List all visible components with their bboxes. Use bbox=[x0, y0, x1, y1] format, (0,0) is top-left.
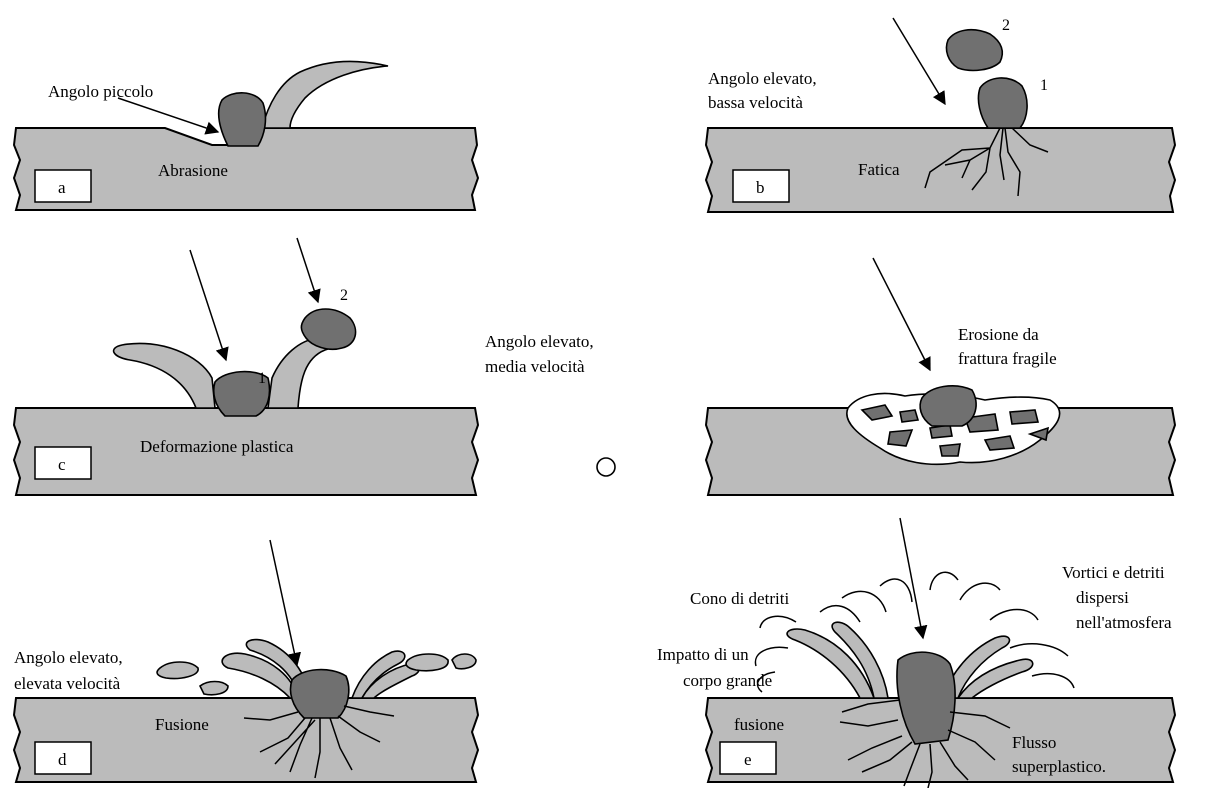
impacting-particle bbox=[219, 93, 266, 146]
panel-letter: a bbox=[58, 178, 66, 197]
flow-label-line-2: superplastico. bbox=[1012, 757, 1106, 776]
deformation-lip bbox=[262, 61, 388, 128]
particle-1-label: 1 bbox=[258, 370, 266, 387]
cone-label: Cono di detriti bbox=[690, 589, 789, 608]
panel-letter: c bbox=[58, 455, 66, 474]
angle-label-line-1: Angolo elevato, bbox=[708, 69, 817, 88]
impact-arrow bbox=[873, 258, 930, 370]
fragment bbox=[940, 444, 960, 456]
droplet bbox=[452, 654, 476, 669]
vortex-label-line-2: dispersi bbox=[1076, 588, 1129, 607]
droplet bbox=[157, 662, 198, 679]
panel-letter: d bbox=[58, 750, 67, 769]
particle-2 bbox=[946, 30, 1002, 71]
particle-1 bbox=[978, 78, 1027, 128]
or-circle-icon bbox=[597, 458, 615, 476]
angle-label: Angolo piccolo bbox=[48, 82, 153, 101]
vortex-label-line-3: nell'atmosfera bbox=[1076, 613, 1172, 632]
particle-2-label: 2 bbox=[1002, 17, 1010, 34]
droplet bbox=[406, 654, 448, 671]
impact-arrow bbox=[893, 18, 945, 104]
mechanism-label-line-2: frattura fragile bbox=[958, 349, 1057, 368]
panel-e: Cono di detriti Vortici e detriti disper… bbox=[657, 518, 1175, 788]
panel-brittle-fracture: Erosione da frattura fragile bbox=[706, 258, 1175, 495]
impact-arrow-2 bbox=[297, 238, 318, 302]
impact-label-line-1: Impatto di un bbox=[657, 645, 749, 664]
fragment bbox=[900, 410, 918, 422]
impact-label-line-2: corpo grande bbox=[683, 671, 772, 690]
angle-label-line-2: elevata velocità bbox=[14, 674, 121, 693]
fragment bbox=[1010, 410, 1038, 424]
panel-b: Angolo elevato, bassa velocità 2 1 Fatic… bbox=[706, 17, 1175, 212]
fragment bbox=[930, 425, 952, 438]
panel-d: Angolo elevato, elevata velocità Fusione… bbox=[14, 540, 478, 782]
impacting-particle bbox=[920, 386, 976, 426]
center-angle-label: Angolo elevato, media velocità bbox=[485, 332, 615, 476]
angle-label-line-1: Angolo elevato, bbox=[14, 648, 123, 667]
panel-c: 1 2 Deformazione plastica c bbox=[14, 238, 478, 495]
angle-label-line-1: Angolo elevato, bbox=[485, 332, 594, 351]
panel-letter: e bbox=[744, 750, 752, 769]
angle-label-line-2: media velocità bbox=[485, 357, 585, 376]
panel-letter: b bbox=[756, 178, 765, 197]
particle-2-label: 2 bbox=[340, 287, 348, 304]
mechanism-label: Fatica bbox=[858, 160, 900, 179]
melt-label: fusione bbox=[734, 715, 784, 734]
mechanism-label: Fusione bbox=[155, 715, 209, 734]
droplet bbox=[200, 682, 228, 695]
impact-arrow-1 bbox=[190, 250, 226, 360]
vortex-label-line-1: Vortici e detriti bbox=[1062, 563, 1165, 582]
mechanism-label: Abrasione bbox=[158, 161, 228, 180]
angle-label-line-2: bassa velocità bbox=[708, 93, 803, 112]
impact-arrow bbox=[900, 518, 923, 638]
mechanism-label-line-1: Erosione da bbox=[958, 325, 1039, 344]
panel-a: Angolo piccolo Abrasione a bbox=[14, 61, 478, 210]
mechanism-label: Deformazione plastica bbox=[140, 437, 294, 456]
angle-arrow bbox=[118, 98, 218, 132]
flow-label-line-1: Flusso bbox=[1012, 733, 1056, 752]
particle-1-label: 1 bbox=[1040, 77, 1048, 94]
impacting-particle bbox=[291, 670, 349, 718]
